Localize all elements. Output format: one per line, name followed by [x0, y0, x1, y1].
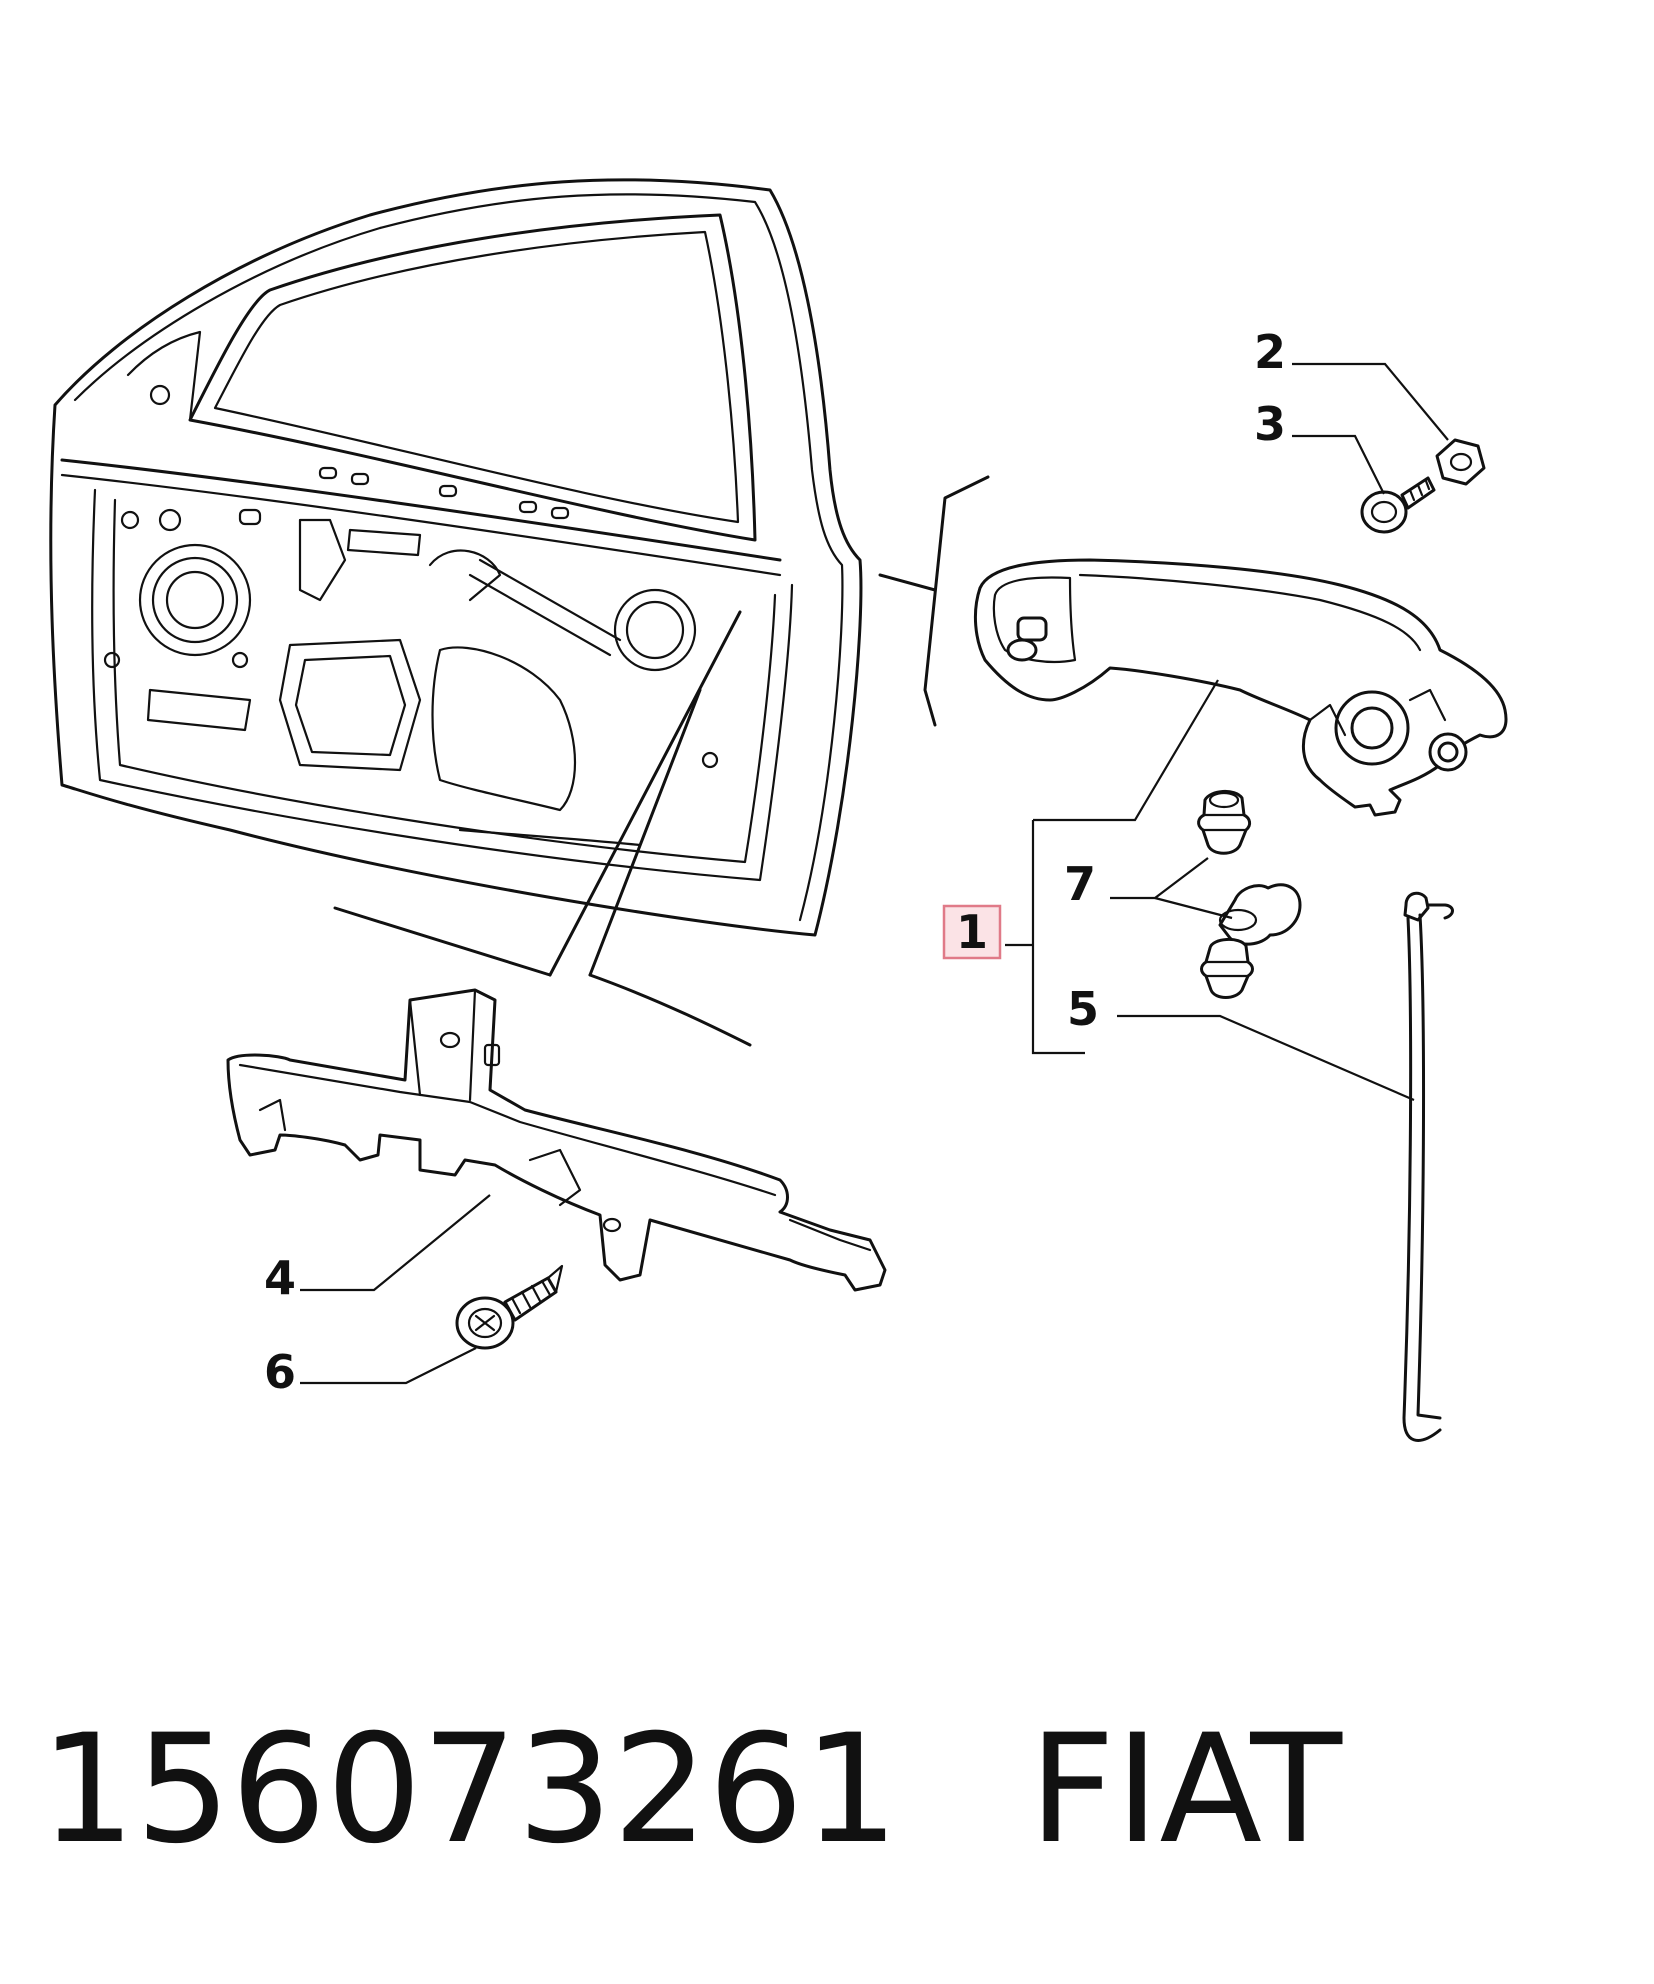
handle-grommets — [1197, 790, 1302, 999]
callout-1-highlight-box — [942, 904, 1002, 960]
part-number: 156073261 — [40, 1703, 899, 1877]
outer-door-handle — [974, 558, 1508, 817]
leader-lines — [300, 362, 1449, 1385]
callout-3: 3 — [1254, 397, 1286, 451]
callout-5: 5 — [1067, 982, 1099, 1036]
part-caption: 156073261 FIAT — [40, 1700, 1342, 1880]
bolt — [1360, 476, 1436, 534]
callout-2: 2 — [1254, 325, 1286, 379]
screw — [455, 1264, 564, 1350]
callout-4: 4 — [264, 1251, 296, 1305]
callout-numbers: 1 2 3 4 5 6 7 — [264, 325, 1286, 1399]
callout-7: 7 — [1064, 857, 1096, 911]
brand-name: FIAT — [1028, 1703, 1343, 1877]
door-shell — [49, 178, 990, 1047]
callout-6: 6 — [264, 1345, 296, 1399]
hex-nut — [1435, 438, 1486, 486]
handle-reinforcement-bracket — [226, 988, 887, 1292]
handle-rod — [1402, 891, 1454, 1442]
callout-1: 1 — [956, 905, 988, 959]
